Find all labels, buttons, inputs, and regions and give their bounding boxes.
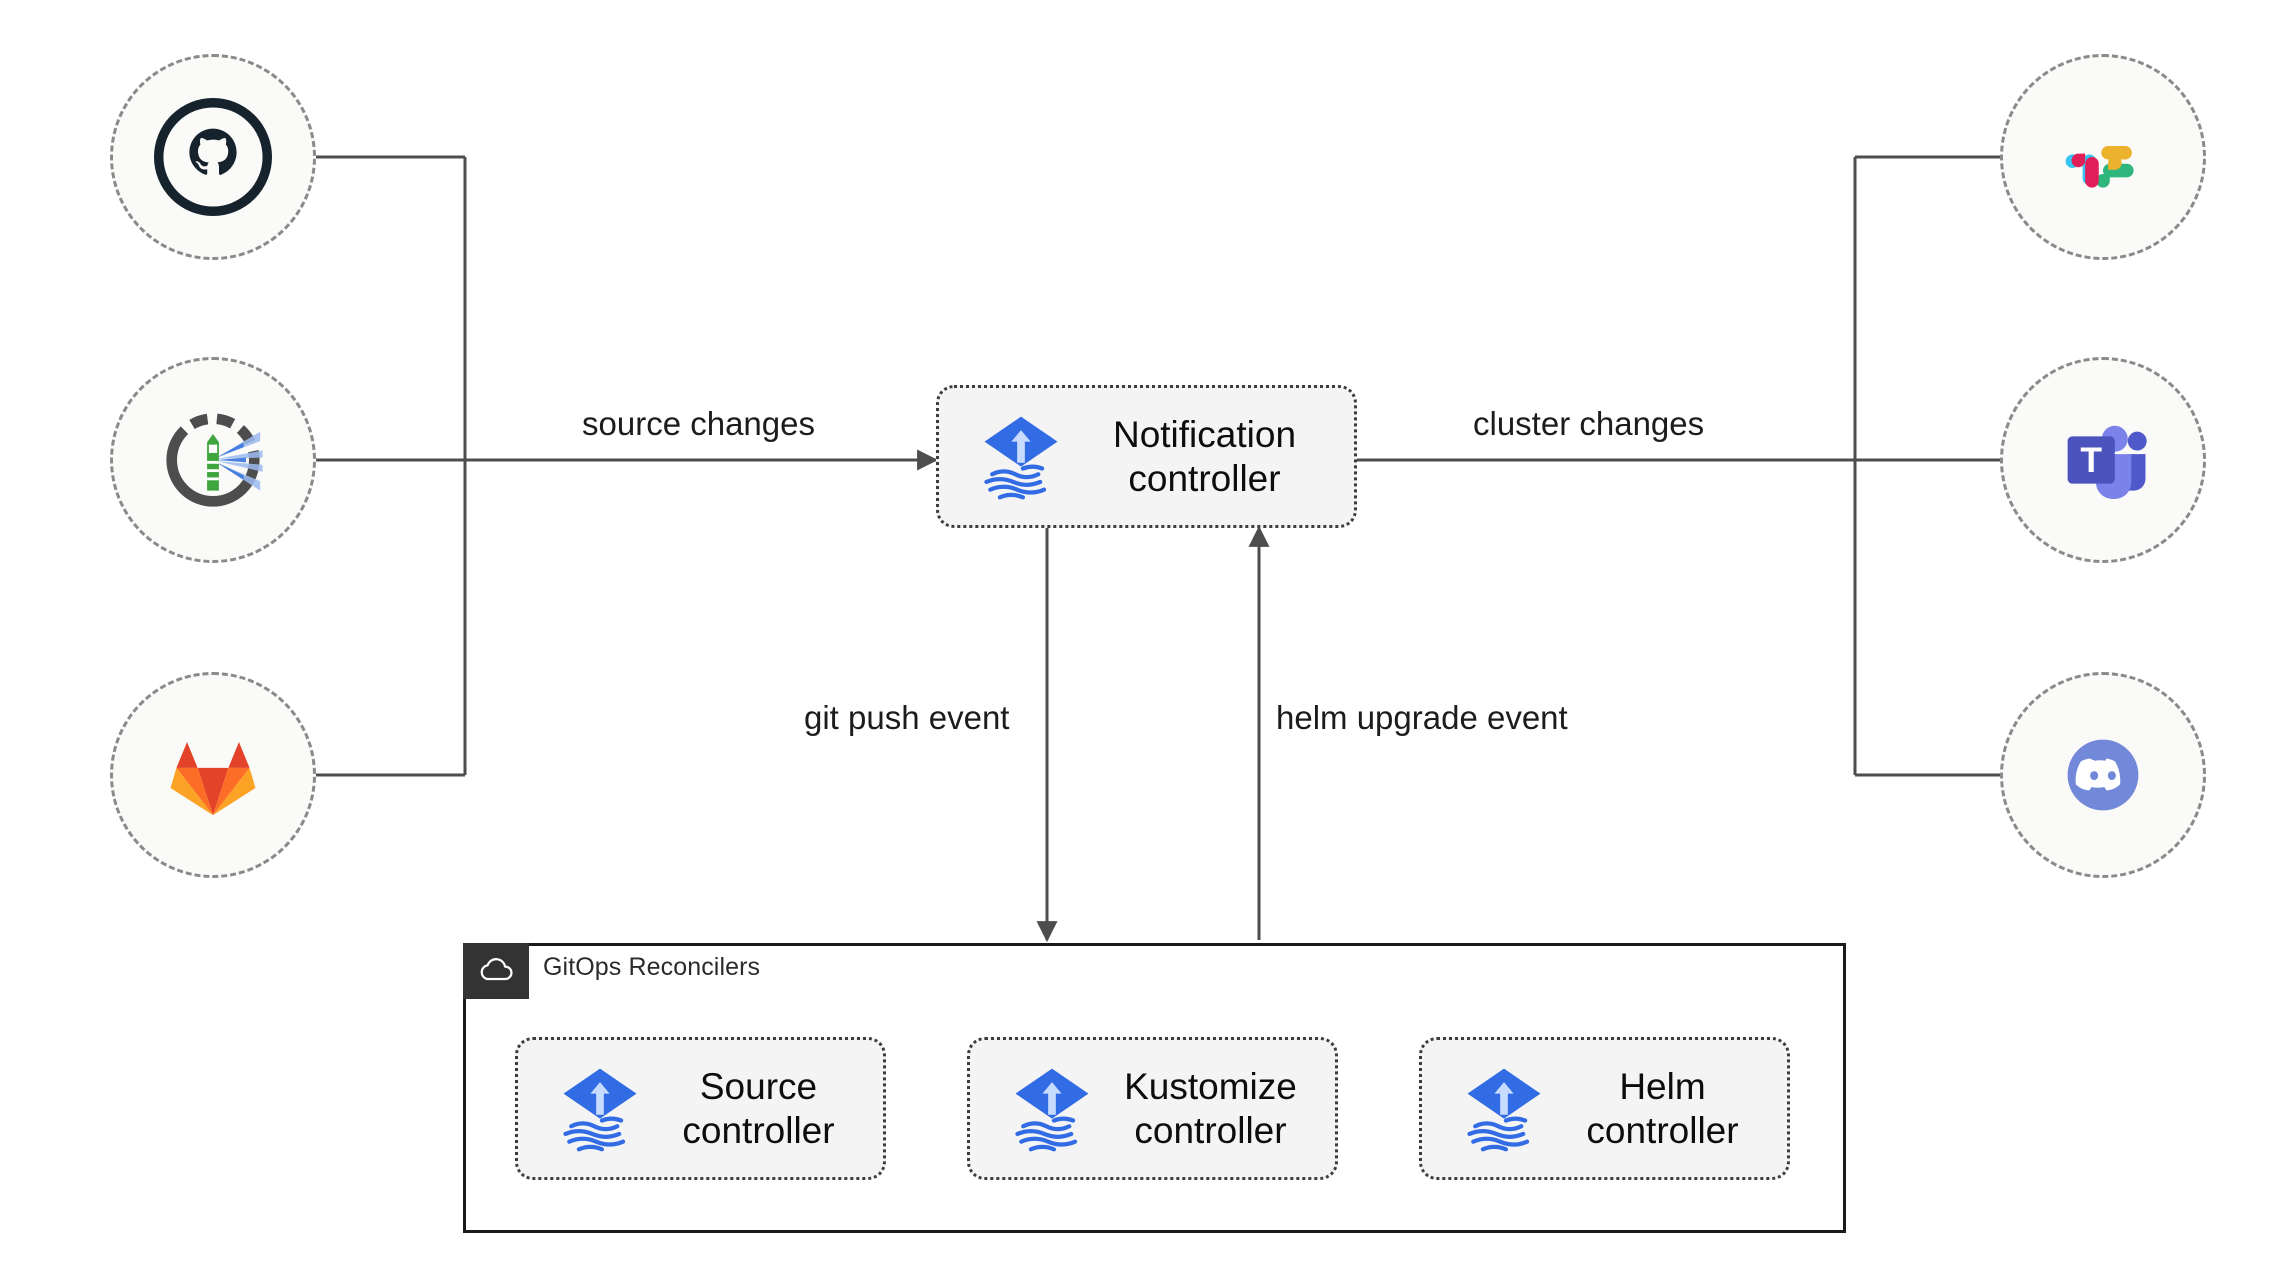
- edge-label-git-push-event: git push event: [804, 699, 1010, 736]
- helm-controller-label: Helm controller: [1586, 1065, 1739, 1151]
- target-node-discord[interactable]: [2000, 672, 2206, 878]
- kustomize-controller-box[interactable]: Kustomize controller: [967, 1037, 1338, 1180]
- target-node-slack[interactable]: [2000, 54, 2206, 260]
- edge-label-cluster-changes: cluster changes: [1473, 405, 1705, 442]
- flux-logo-icon: [1467, 1068, 1541, 1151]
- notification-controller-box[interactable]: Notification controller: [936, 385, 1357, 528]
- svg-text:T: T: [2080, 441, 2102, 480]
- flux-logo-icon: [984, 416, 1058, 499]
- slack-icon: [2065, 145, 2134, 188]
- edge-label-helm-upgrade-event: helm upgrade event: [1276, 699, 1568, 736]
- source-controller-label: Source controller: [682, 1065, 835, 1151]
- source-node-gitlab[interactable]: [110, 672, 316, 878]
- edge-label-source-changes: source changes: [582, 405, 815, 442]
- gitops-reconcilers-badge: [463, 943, 529, 999]
- source-controller-box[interactable]: Source controller: [515, 1037, 886, 1180]
- cloud-icon: [480, 958, 513, 981]
- flux-logo-icon: [563, 1068, 637, 1151]
- github-icon: [154, 98, 272, 216]
- ms-teams-icon: T: [2067, 425, 2147, 499]
- discord-icon: [2067, 739, 2139, 811]
- flux-lighthouse-icon: [166, 413, 263, 507]
- kustomize-controller-label: Kustomize controller: [1124, 1065, 1297, 1151]
- notification-controller-label: Notification controller: [1112, 413, 1297, 499]
- flux-logo-icon: [1015, 1068, 1089, 1151]
- gitops-reconcilers-title: GitOps Reconcilers: [543, 953, 761, 981]
- helm-controller-box[interactable]: Helm controller: [1419, 1037, 1790, 1180]
- target-node-teams[interactable]: T: [2000, 357, 2206, 563]
- gitlab-icon: [170, 741, 256, 816]
- source-node-flux[interactable]: [110, 357, 316, 563]
- source-node-github[interactable]: [110, 54, 316, 260]
